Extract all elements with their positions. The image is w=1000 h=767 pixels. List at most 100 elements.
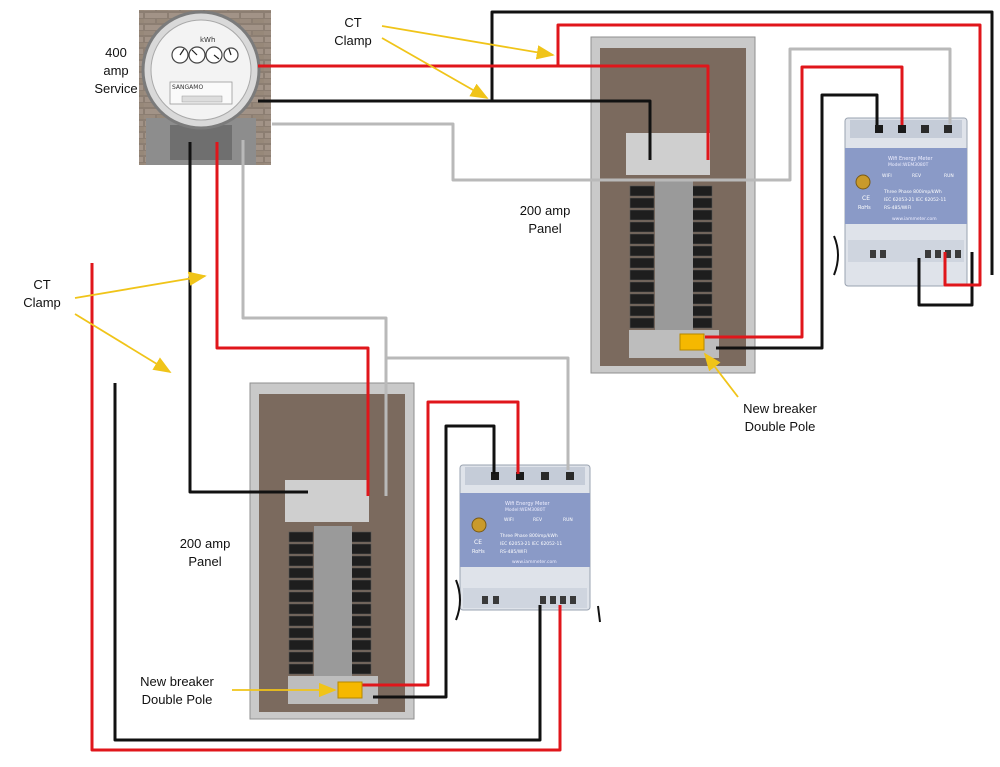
panel-lower-breaker-left-6 [288,603,314,615]
neutral-wire-upper-feed [492,99,652,160]
meter-upper-spec-1: Three Phase 800imp/kWh [883,189,942,195]
label-panel-lower-line-1: 200 amp [179,536,231,551]
meter-lower-model: Model:WEM3080T [505,507,546,513]
energy-meter-upper: Wifi Energy Meter Model:WEM3080T WIFI RE… [833,117,968,287]
ground-wire-lower-2 [386,356,570,470]
meter-upper-led-wifi: WIFI [882,173,892,179]
hot-wire-upper-meter [705,65,904,339]
meter-lower-spec-3: RS-485/WIFI [500,549,527,555]
label-breaker-upper: New breaker Double Pole [725,400,835,436]
meter-lower-led-wifi: WIFI [504,517,514,523]
panel-lower [249,382,415,720]
panel-lower-breaker-left-3 [288,567,314,579]
panel-lower-breaker-left-8 [288,627,314,639]
meter-lower-spec-2: IEC 62053-21 IEC 62052-11 [500,541,562,547]
panel-upper-breaker-left-11 [629,317,655,329]
meter-lower-led-run: RUN [563,517,573,523]
panel-upper-breaker-left-2 [629,209,655,221]
label-ct-left-line-1: CT [33,277,51,292]
hot-wire-service-lower [215,142,370,496]
panel-upper-breaker-left-3 [629,221,655,233]
panel-lower-breaker-left-2 [288,555,314,567]
meter-lower-title: Wifi Energy Meter [505,501,550,507]
meter-upper-title: Wifi Energy Meter [888,156,933,162]
neutral-wire-service-lower [188,142,308,494]
label-ct-clamp-left: CT Clamp [14,276,70,312]
panel-lower-breaker-left-7 [288,615,314,627]
panel-upper-breaker-left-7 [629,269,655,281]
label-panel-lower: 200 amp Panel [165,535,245,571]
neutral-wire-upper-loop [917,252,974,307]
panel-lower-breaker-left-1 [288,543,314,555]
label-service-line-2: amp [103,63,129,78]
hot-wire-upper-loop [556,23,982,287]
panel-lower-breaker-left-9 [288,639,314,651]
arrow-ct-left-1 [74,271,207,299]
panel-upper-breaker-left-9 [629,293,655,305]
meter-upper-led-run: RUN [944,173,954,179]
meter-upper-rohs: RoHs [858,205,871,211]
label-400-amp-service: 400 amp Service [88,44,144,98]
utility-meter: SANGAMO kWh [139,10,271,165]
hot-wire-lower-loop [90,263,562,752]
label-ct-top-line-2: Clamp [334,33,372,48]
arrow-breaker-upper [703,352,739,398]
hot-wire-service-upper [258,64,710,160]
meter-upper-spec-2: IEC 62053-21 IEC 62052-11 [884,197,946,203]
utility-meter-brand: SANGAMO [172,84,203,91]
annotation-arrows [74,25,739,698]
ground-wire-lower-1 [241,140,388,496]
arrow-ct-top-2 [381,37,489,99]
panel-upper-breaker-left-5 [629,245,655,257]
arrow-ct-top-1 [381,25,555,60]
meter-lower-led-rev: REV [533,517,543,523]
label-breaker-upper-line-2: Double Pole [744,419,816,434]
label-ct-left-line-2: Clamp [23,295,61,310]
neutral-wire-upper-meter [716,93,879,350]
neutral-wire-lower-loop [113,383,542,742]
panel-upper-breaker-left-10 [629,305,655,317]
meter-lower-website: www.iammeter.com [512,559,557,565]
label-breaker-lower: New breaker Double Pole [122,673,232,709]
label-service-line-1: 400 [105,45,127,60]
utility-meter-unit: kWh [200,36,215,44]
label-breaker-lower-line-1: New breaker [140,674,214,689]
panel-lower-breaker-left-4 [288,579,314,591]
neutral-wire-service-upper [258,10,994,275]
panel-upper-breaker-left-0 [629,185,655,197]
panel-lower-breaker-left-0 [288,531,314,543]
arrow-ct-left-2 [74,313,172,373]
energy-meter-lower: Wifi Energy Meter Model:WEM3080T WIFI RE… [455,464,601,623]
label-panel-upper-line-1: 200 amp [519,203,571,218]
meter-upper-led-rev: REV [912,173,922,179]
meter-lower-rohs: RoHs [472,549,485,555]
label-panel-lower-line-2: Panel [188,554,222,569]
label-ct-clamp-top: CT Clamp [325,14,381,50]
meter-upper-ce: CE [862,195,870,202]
panel-upper-breaker-left-6 [629,257,655,269]
new-breaker-lower [337,681,363,699]
label-breaker-upper-line-1: New breaker [743,401,817,416]
label-service-line-3: Service [94,81,138,96]
panel-upper-breaker-left-4 [629,233,655,245]
neutral-wire-lower-meter [373,424,496,699]
meter-upper-model: Model:WEM3080T [888,162,929,168]
label-breaker-lower-line-2: Double Pole [141,692,213,707]
meter-upper-website: www.iammeter.com [892,216,937,222]
wires [90,10,994,752]
new-breaker-upper [679,333,705,351]
panel-lower-breaker-left-5 [288,591,314,603]
meter-lower-spec-1: Three Phase 800imp/kWh [499,533,558,539]
panel-upper [590,36,756,374]
label-panel-upper-line-2: Panel [528,221,562,236]
panel-upper-breaker-left-8 [629,281,655,293]
label-panel-upper: 200 amp Panel [505,202,585,238]
meter-upper-spec-3: RS-485/WIFI [884,205,911,211]
panel-lower-breaker-left-10 [288,651,314,663]
label-ct-top-line-1: CT [344,15,362,30]
meter-lower-ce: CE [474,539,482,546]
hot-wire-lower-meter [360,400,520,687]
panel-upper-breaker-left-1 [629,197,655,209]
panel-lower-breaker-left-11 [288,663,314,675]
